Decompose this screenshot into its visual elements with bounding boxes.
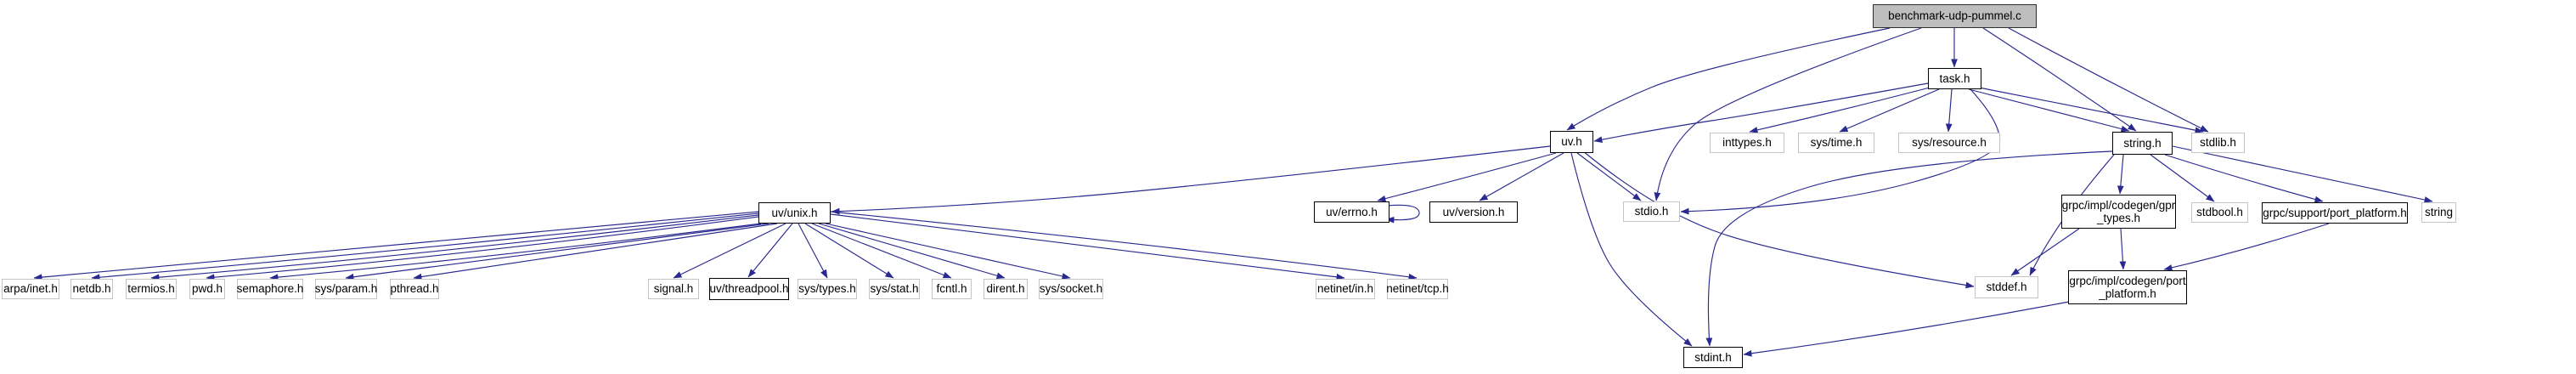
edge-uvunix-sysparam <box>345 223 769 280</box>
edge-uvunix-fcntl <box>811 223 952 279</box>
edge-uvunix-netinetin <box>830 213 1345 280</box>
edge-stringh-stdbool <box>2150 154 2215 202</box>
edge-uvunix-termios <box>150 214 759 281</box>
node-stdio: stdio.h <box>1623 201 1680 222</box>
edge-uvunix-sysstat <box>804 223 894 279</box>
edge-task-sysresource <box>1945 88 1953 133</box>
node-systime: sys/time.h <box>1798 133 1874 153</box>
node-task[interactable]: task.h <box>1928 68 1981 89</box>
edge-uv-uverrno <box>1377 152 1557 202</box>
edge-uv-uvversion <box>1479 152 1564 201</box>
node-uvversion[interactable]: uv/version.h <box>1429 201 1518 223</box>
edge-uv-uvunix <box>831 145 1551 215</box>
node-sysstat: sys/stat.h <box>869 279 920 299</box>
node-signal: signal.h <box>648 279 699 299</box>
edge-gprtypes-stddef <box>2010 228 2080 276</box>
edge-uvunix-dirent <box>818 223 1006 280</box>
node-stddef: stddef.h <box>1975 276 2038 298</box>
node-stdlib: stdlib.h <box>2191 133 2245 153</box>
edge-root-stdlib <box>2008 27 2209 133</box>
node-pwd: pwd.h <box>189 279 225 299</box>
edge-root-stringh <box>1982 27 2137 132</box>
node-stdint[interactable]: stdint.h <box>1683 347 1743 368</box>
node-termios: termios.h <box>126 279 177 299</box>
node-semaphore: semaphore.h <box>237 279 303 299</box>
edge-uv-stdint <box>1570 152 1693 347</box>
edge-uvunix-syssocket <box>825 223 1071 280</box>
node-gsupport[interactable]: grpc/support/port_platform.h <box>2262 202 2408 224</box>
edge-uvunix-pthread <box>413 223 778 280</box>
node-uvthreadpool[interactable]: uv/threadpool.h <box>709 278 789 300</box>
edge-gprtypes-gcodegenport <box>2119 228 2127 270</box>
node-sysparam: sys/param.h <box>315 279 377 299</box>
edge-uvunix-pwd <box>206 216 759 281</box>
edge-task-stdlib <box>1978 87 2204 134</box>
edge-task-inttypes <box>1749 87 1931 133</box>
edge-task-stringh <box>1968 88 2130 133</box>
node-sysresource: sys/resource.h <box>1898 133 2000 153</box>
edge-task-stdio <box>1680 88 2001 215</box>
edge-root-stdio <box>1654 27 1922 201</box>
edge-stringh-stdint <box>1705 150 2113 347</box>
node-netinettcp: netinet/tcp.h <box>1386 279 1449 299</box>
node-gcodegenport[interactable]: grpc/impl/codegen/port _platform.h <box>2068 270 2187 304</box>
edge-stringh-gprtypes <box>2117 154 2124 195</box>
node-uvunix[interactable]: uv/unix.h <box>758 202 831 224</box>
node-inttypes: inttypes.h <box>1710 133 1784 153</box>
node-arpainet: arpa/inet.h <box>2 279 59 299</box>
node-uverrno[interactable]: uv/errno.h <box>1314 201 1389 223</box>
edge-uvunix-signal <box>673 223 786 279</box>
edge-gcodegenport-stdint <box>1743 301 2070 357</box>
edge-uvunix-arpainet <box>33 211 759 281</box>
node-gprtypes[interactable]: grpc/impl/codegen/gpr _types.h <box>2061 195 2176 229</box>
node-systypes: sys/types.h <box>798 279 857 299</box>
edge-gsupport-gcodegenport <box>2163 223 2330 271</box>
node-syssocket: sys/socket.h <box>1039 279 1103 299</box>
node-stringh[interactable]: string.h <box>2112 132 2173 155</box>
node-netdb: netdb.h <box>70 279 113 299</box>
edge-uvunix-netinettcp <box>830 211 1418 280</box>
edge-stringh-stringcpp <box>2172 145 2433 203</box>
edge-uvunix-uvthreadpool <box>747 223 793 278</box>
node-root: benchmark-udp-pummel.c <box>1873 4 2037 28</box>
node-stdbool: stdbool.h <box>2191 202 2248 223</box>
edge-root-uv <box>1566 27 1891 131</box>
edge-uverrno-uverrno <box>1385 204 1420 224</box>
node-stringcpp: string <box>2421 202 2456 223</box>
node-uv[interactable]: uv.h <box>1550 131 1593 153</box>
node-fcntl: fcntl.h <box>932 279 972 299</box>
edge-stringh-gsupport <box>2164 154 2324 203</box>
edge-uv-stddef <box>1582 150 1975 289</box>
edge-task-uv <box>1593 82 1929 144</box>
edge-uvunix-systypes <box>798 223 828 279</box>
node-netinetin: netinet/in.h <box>1316 279 1375 299</box>
node-dirent: dirent.h <box>984 279 1028 299</box>
edge-uv-stdio <box>1576 152 1642 201</box>
edge-task-systime <box>1839 88 1940 133</box>
node-pthread: pthread.h <box>390 279 439 299</box>
edge-uvunix-netdb <box>91 212 759 281</box>
edge-uvunix-semaphore <box>269 223 762 281</box>
